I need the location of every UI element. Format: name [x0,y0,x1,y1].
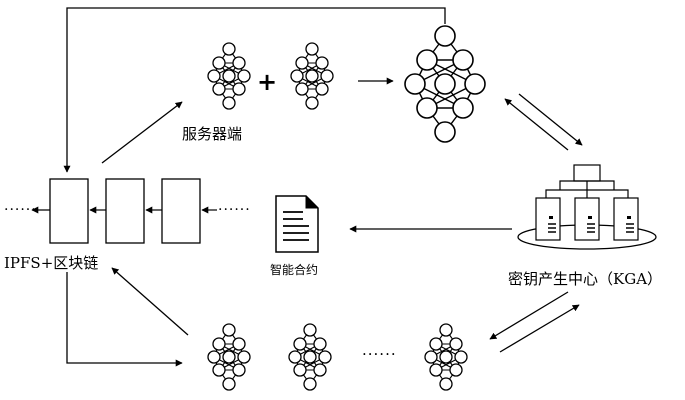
ellipsis-right: ...... [218,198,251,214]
document-icon [275,195,319,253]
block-1 [49,178,89,244]
feedback-loop-arrow [63,7,446,173]
neural-network-icon [288,323,332,391]
kga-label: 密钥产生中心（KGA） [508,270,663,288]
ipfs-blockchain-label: IPFS+区块链 [4,254,99,272]
arrow-to-blockchain [111,267,189,336]
kga-server-exchange-arrows [504,93,583,151]
blockchain-blocks [31,178,217,244]
block-3 [161,178,201,244]
kga-client-exchange-arrows [489,291,580,353]
block-2 [105,178,145,244]
neural-network-icon [290,42,334,110]
server-cluster-icon [517,164,657,250]
smart-contract-label: 智能合约 [270,263,319,277]
plus-sign: + [257,68,278,96]
neural-network-icon [404,25,486,143]
server-label: 服务器端 [182,125,243,143]
arrow-to-server [101,101,183,164]
arrow-to-clients [66,272,183,367]
ellipsis-left: ...... [4,198,37,214]
neural-network-icon [207,323,251,391]
neural-network-icon [424,323,468,391]
neural-network-icon [207,42,251,110]
ellipsis-bottom: ...... [362,341,397,359]
